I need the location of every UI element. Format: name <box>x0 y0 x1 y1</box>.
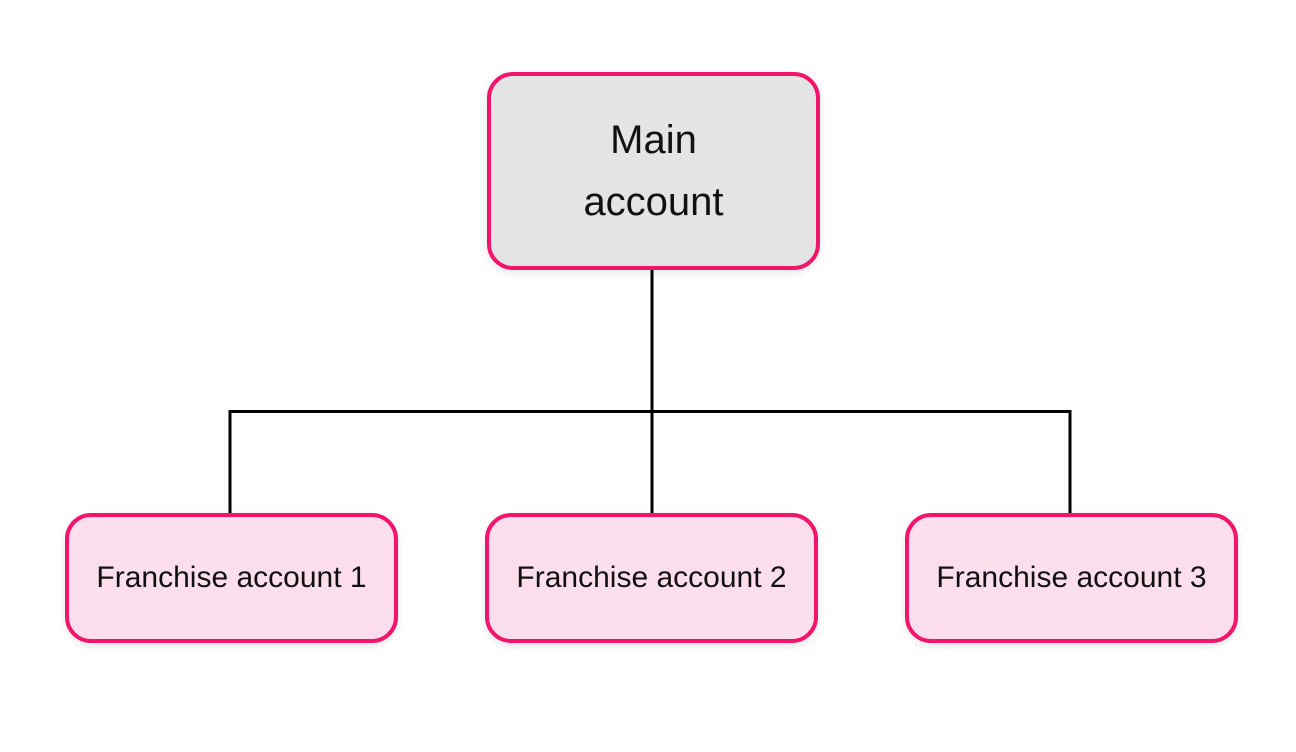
node-label: Franchise account 2 <box>516 561 787 594</box>
node-main-account: Main account <box>487 72 820 270</box>
node-franchise-account-2: Franchise account 2 <box>485 513 818 643</box>
node-label: Main account <box>583 118 724 224</box>
node-franchise-account-3: Franchise account 3 <box>905 513 1238 643</box>
node-label: Franchise account 3 <box>936 561 1207 594</box>
node-franchise-account-1: Franchise account 1 <box>65 513 398 643</box>
node-label: Franchise account 1 <box>96 561 367 594</box>
